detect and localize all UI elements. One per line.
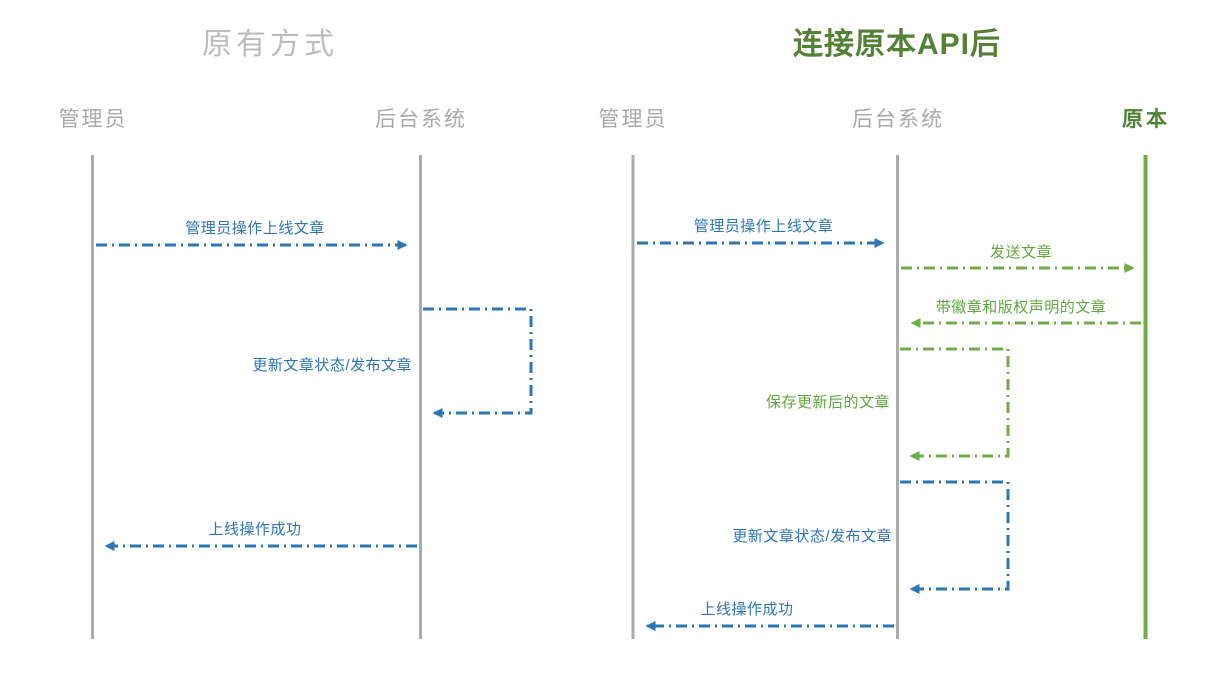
actor-admin-right: 管理员 (598, 108, 668, 131)
message-label-success-right: 上线操作成功 (700, 601, 794, 618)
left-diagram-lifelines (91, 155, 422, 639)
actor-admin-left: 管理员 (58, 108, 128, 131)
right-diagram-lifelines (631, 155, 1148, 639)
left-diagram-arrows (96, 239, 533, 552)
message-label-self-update-right: 更新文章状态/发布文章 (732, 528, 892, 545)
message-label-save-article: 保存更新后的文章 (765, 394, 890, 411)
message-label-send-article: 发送文章 (989, 244, 1052, 261)
message-label-admin-publish-left: 管理员操作上线文章 (185, 220, 325, 237)
actor-backend-left: 后台系统 (375, 108, 467, 131)
right-diagram-arrows (637, 237, 1141, 632)
message-label-badged-article: 带徽章和版权声明的文章 (935, 299, 1107, 316)
right-diagram-title: 连接原本API后 (792, 28, 1001, 61)
message-label-success-left: 上线操作成功 (208, 521, 302, 538)
message-label-self-update-left: 更新文章状态/发布文章 (252, 357, 412, 374)
actor-backend-right: 后台系统 (852, 108, 944, 131)
arrow-self-update-right (900, 480, 1010, 595)
actor-yuanben: 原本 (1122, 108, 1170, 131)
left-diagram-title: 原有方式 (202, 28, 338, 61)
message-label-admin-publish-right: 管理员操作上线文章 (693, 218, 834, 235)
arrow-self-save-article (900, 347, 1010, 462)
arrow-self-update-left (423, 307, 533, 419)
